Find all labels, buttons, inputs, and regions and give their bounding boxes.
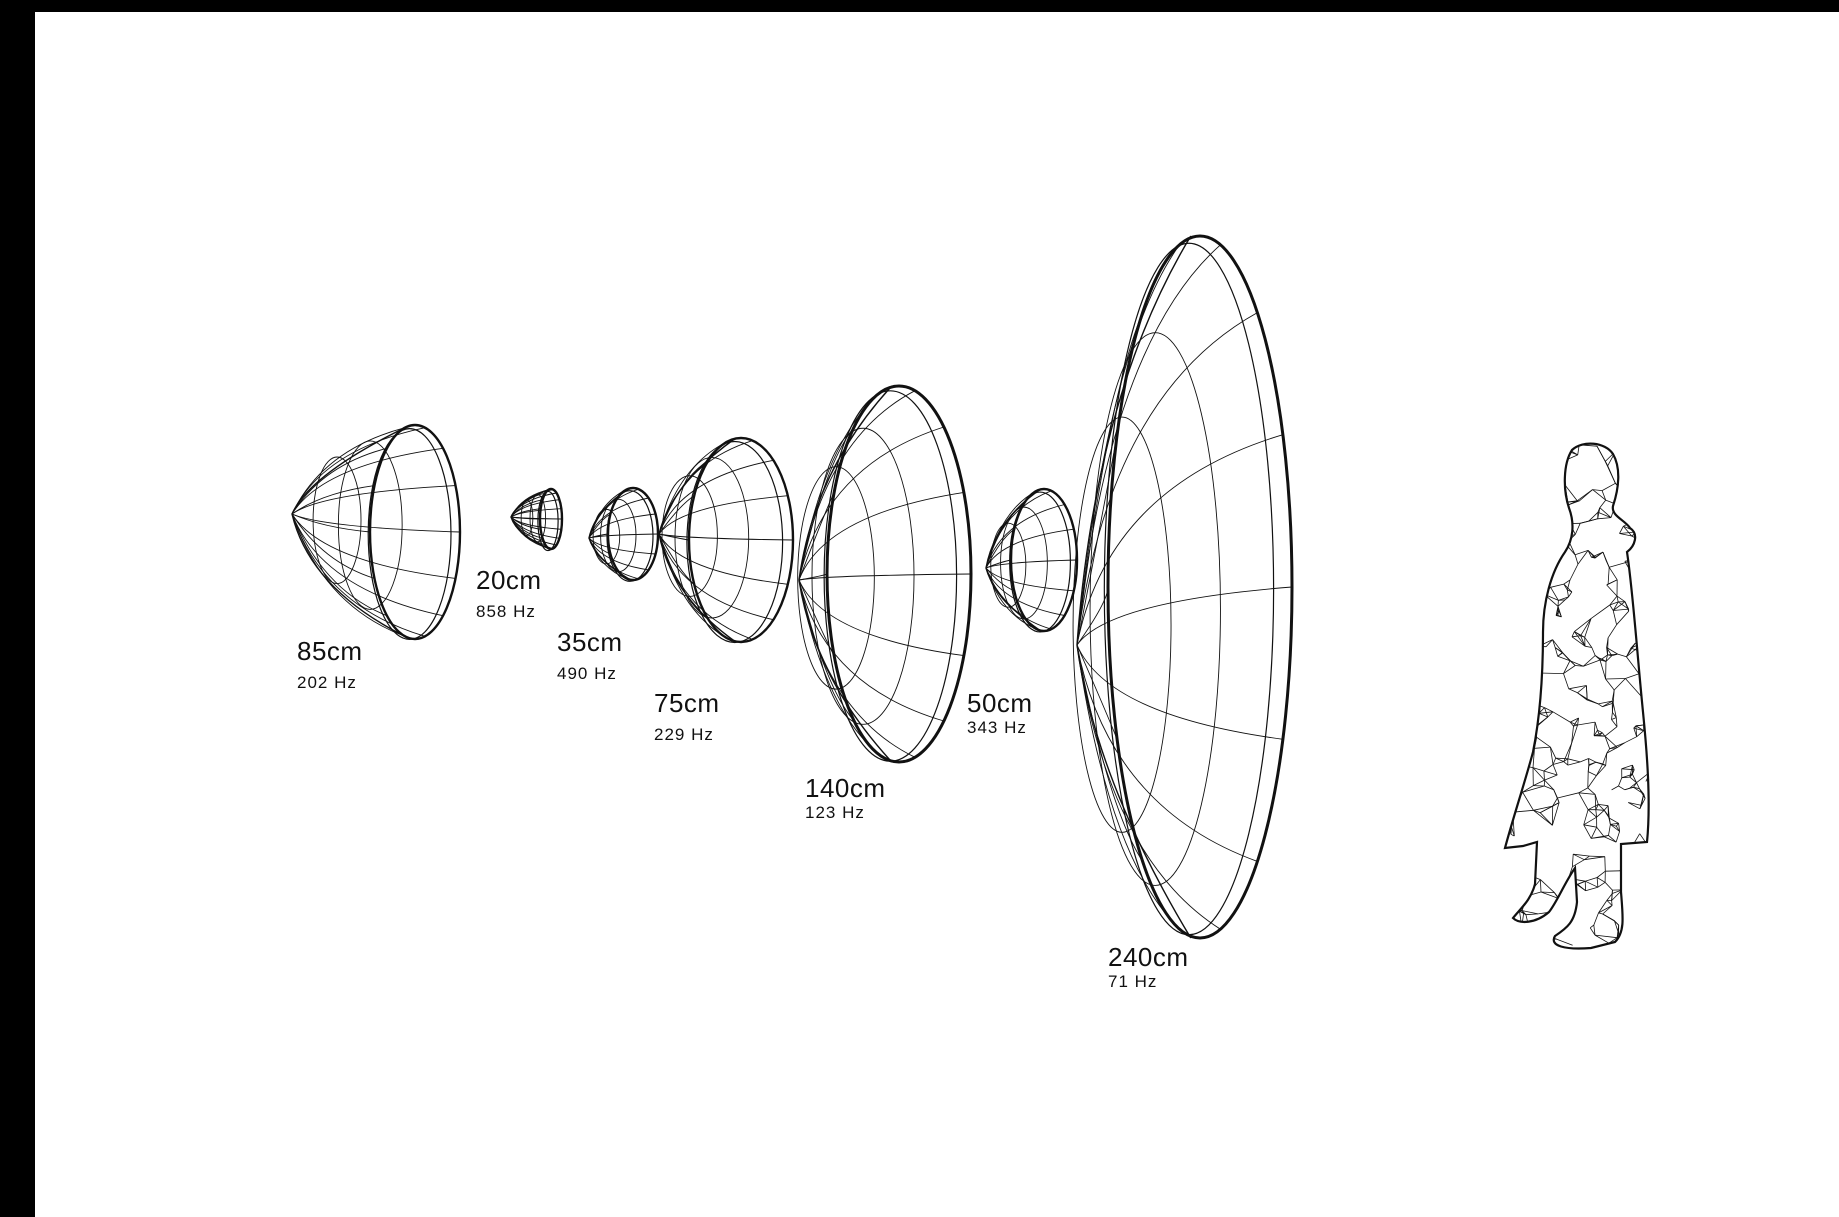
dish-size: 85cm (297, 638, 363, 664)
dish-size: 50cm (967, 690, 1033, 716)
dish-icon (292, 425, 460, 639)
dish-icon (589, 488, 658, 581)
dish-frequency: 858 Hz (476, 603, 542, 620)
dish-label-50cm: 50cm 343 Hz (967, 690, 1033, 736)
dish-frequency: 71 Hz (1108, 973, 1189, 990)
dish-size: 35cm (557, 629, 623, 655)
dish-icon (986, 489, 1077, 632)
dish-label-20cm: 20cm 858 Hz (476, 567, 542, 620)
dish-frequency: 123 Hz (805, 804, 886, 821)
dish-label-140cm: 140cm 123 Hz (805, 775, 886, 821)
dish-label-75cm: 75cm 229 Hz (654, 690, 720, 743)
dish-frequency: 343 Hz (967, 719, 1033, 736)
dish-icon (511, 489, 562, 551)
dish-frequency: 490 Hz (557, 665, 623, 682)
dish-label-240cm: 240cm 71 Hz (1108, 944, 1189, 990)
dish-icon (1073, 236, 1292, 938)
dish-label-85cm: 85cm 202 Hz (297, 638, 363, 691)
dish-label-35cm: 35cm 490 Hz (557, 629, 623, 682)
diagram-canvas: 85cm 202 Hz 20cm 858 Hz 35cm 490 Hz 75cm… (35, 12, 1839, 1217)
human-figure-icon (1503, 439, 1652, 952)
dish-icon (798, 386, 971, 762)
dish-icon (659, 438, 793, 642)
dish-frequency: 229 Hz (654, 726, 720, 743)
dish-drawing (35, 12, 1839, 1217)
dish-frequency: 202 Hz (297, 674, 363, 691)
dish-size: 140cm (805, 775, 886, 801)
dish-size: 20cm (476, 567, 542, 593)
dish-size: 75cm (654, 690, 720, 716)
dish-size: 240cm (1108, 944, 1189, 970)
